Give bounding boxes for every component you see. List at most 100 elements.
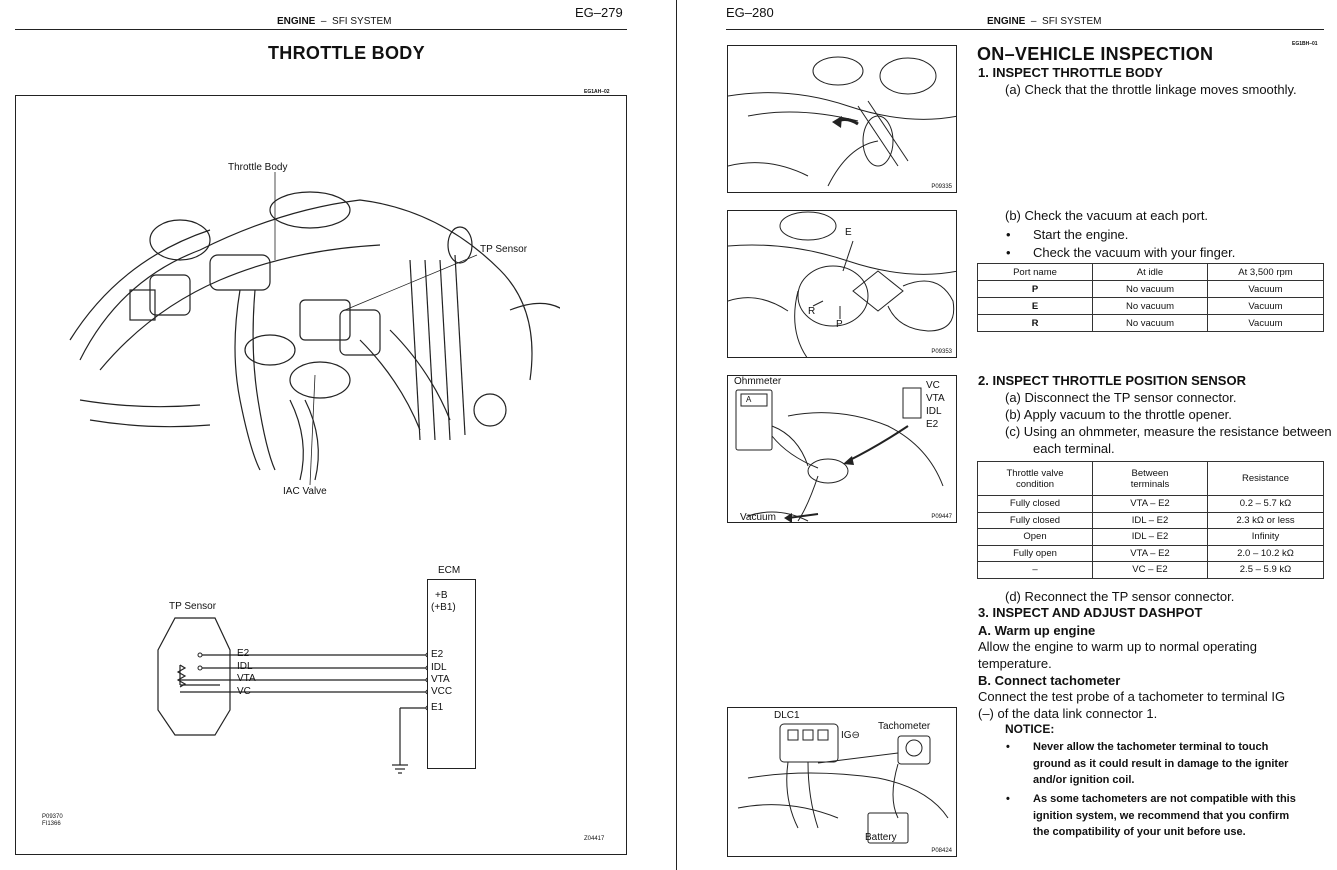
bullet-start-engine: Start the engine. [1006, 226, 1129, 243]
header-section: ENGINE [277, 16, 316, 27]
notice2-line: As some tachometers are not compatible w… [1033, 793, 1296, 805]
resistance-header-terminals: Between terminals [1092, 461, 1208, 496]
ecm-terminal-vcc: VCC [431, 686, 453, 697]
table-cell: Fully open [977, 544, 1093, 562]
figure-ohmmeter: Ohmmeter A VC VTA IDL E2 Vacuum P09447 [727, 375, 957, 523]
resistance-header-resistance: Resistance [1207, 461, 1324, 496]
step1b-text: (b) Check the vacuum at each port. [1005, 208, 1209, 223]
ohmmeter-label: Ohmmeter [734, 376, 782, 387]
section-code: EG1AH–02 [584, 89, 610, 95]
stepB-text-1: Connect the test probe of a tachometer t… [978, 689, 1286, 704]
header-line: terminals [1130, 478, 1170, 490]
engine-drawing [69, 172, 560, 486]
table-row: Fully open VTA – E2 2.0 – 10.2 kΩ [977, 544, 1324, 562]
fig3-id: P09447 [931, 514, 952, 520]
tachometer-label: Tachometer [878, 721, 931, 732]
vacuum-header-idle: At idle [1092, 263, 1208, 281]
table-cell: Infinity [1207, 528, 1324, 546]
notice-item-2: • As some tachometers are not compatible… [1006, 791, 1296, 841]
table-cell: VTA – E2 [1092, 495, 1208, 513]
table-row: Fully closed IDL – E2 2.3 kΩ or less [977, 511, 1324, 529]
step2d-text: (d) Reconnect the TP sensor connector. [1005, 589, 1235, 604]
table-row: Open IDL – E2 Infinity [977, 528, 1324, 546]
wiring-diagram [157, 617, 431, 774]
notice1-line: and/or ignition coil. [1033, 774, 1135, 786]
bullet-icon: • [1006, 793, 1010, 805]
header-line: condition [1015, 478, 1055, 490]
vacuum-header-3500: At 3,500 rpm [1207, 263, 1324, 281]
table-row: P No vacuum Vacuum [977, 280, 1324, 298]
iac-valve-label: IAC Valve [283, 486, 327, 497]
port-label-p: P [836, 319, 843, 330]
table-cell: No vacuum [1092, 314, 1208, 332]
step1-heading: 1. INSPECT THROTTLE BODY [978, 65, 1163, 80]
step3-heading: 3. INSPECT AND ADJUST DASHPOT [978, 605, 1203, 620]
table-cell: Fully closed [977, 511, 1093, 529]
table-cell: – [977, 561, 1093, 579]
table-cell: 2.0 – 10.2 kΩ [1207, 544, 1324, 562]
table-cell: IDL – E2 [1092, 528, 1208, 546]
vacuum-header-port: Port name [977, 263, 1093, 281]
stepB-heading: B. Connect tachometer [978, 673, 1121, 688]
resistance-table: Throttle valve condition Between termina… [977, 461, 1324, 579]
port-label-e: E [845, 227, 852, 238]
ref-code-3: Z04417 [584, 836, 605, 842]
meter-a-label: A [746, 395, 752, 404]
ecm-terminal-vta: VTA [431, 674, 450, 685]
figure-frame [15, 95, 627, 855]
fig2-id: P09353 [931, 349, 952, 355]
table-cell: IDL – E2 [1092, 511, 1208, 529]
step2c-text-1: (c) Using an ohmmeter, measure the resis… [1005, 424, 1332, 439]
vacuum-table-header: Port name At idle At 3,500 rpm [977, 263, 1324, 281]
notice2-line: the compatibility of your unit before us… [1033, 826, 1246, 838]
header-rule [15, 29, 627, 30]
table-cell: VTA – E2 [1092, 544, 1208, 562]
right-header-section: ENGINE [987, 16, 1026, 27]
table-row: – VC – E2 2.5 – 5.9 kΩ [977, 561, 1324, 579]
table-cell: P [977, 280, 1093, 298]
step2b-text: (b) Apply vacuum to the throttle opener. [1005, 407, 1232, 422]
tp-sensor-label: TP Sensor [480, 244, 528, 255]
figure-vacuum-ports: E R P P09353 [727, 210, 957, 358]
stepA-text-2: temperature. [978, 656, 1052, 671]
notice-label: NOTICE: [1005, 722, 1055, 736]
right-header-system: SFI SYSTEM [1042, 16, 1102, 27]
table-cell: Vacuum [1207, 297, 1324, 315]
ecm-terminal-idl: IDL [431, 662, 447, 673]
table-cell: Open [977, 528, 1093, 546]
table-cell: No vacuum [1092, 280, 1208, 298]
right-section-code: EG1BH–01 [1292, 41, 1318, 47]
table-row: R No vacuum Vacuum [977, 314, 1324, 332]
sensor-terminal-idl: IDL [237, 661, 253, 672]
vacuum-label: Vacuum [740, 512, 776, 523]
terminal-vc: VC [926, 380, 940, 391]
table-row: E No vacuum Vacuum [977, 297, 1324, 315]
sensor-terminal-vc: VC [237, 686, 251, 697]
header-line: Between [1131, 467, 1169, 479]
header-dash: – [320, 16, 327, 27]
resistance-table-header: Throttle valve condition Between termina… [977, 461, 1324, 496]
stepB-text-2: (–) of the data link connector 1. [978, 706, 1158, 721]
stepA-text-1: Allow the engine to warm up to normal op… [978, 639, 1257, 654]
figure-tachometer: DLC1 IG⊖ Tachometer Battery P08424 [727, 707, 957, 857]
dlc1-label: DLC1 [774, 710, 800, 721]
fig1-id: P09335 [931, 184, 952, 190]
ecm-b1: (+B1) [431, 602, 456, 613]
table-cell: 2.3 kΩ or less [1207, 511, 1324, 529]
throttle-body-label: Throttle Body [228, 162, 288, 173]
header-line: Throttle valve [1006, 467, 1064, 479]
ecm-label: ECM [438, 565, 461, 576]
table-cell: Fully closed [977, 495, 1093, 513]
ref-code-1: P09370 [42, 814, 63, 820]
table-row: Fully closed VTA – E2 0.2 – 5.7 kΩ [977, 495, 1324, 513]
right-header: ENGINE – SFI SYSTEM [987, 16, 1101, 27]
right-header-dash: – [1030, 16, 1037, 27]
table-cell: Vacuum [1207, 314, 1324, 332]
step2c-text-2: each terminal. [1033, 441, 1115, 456]
terminal-idl: IDL [926, 406, 942, 417]
sensor-terminal-vta: VTA [237, 673, 256, 684]
figure-throttle-linkage: P09335 [727, 45, 957, 193]
right-header-rule [726, 29, 1324, 30]
table-cell: E [977, 297, 1093, 315]
notice1-line: ground as it could result in damage to t… [1033, 757, 1289, 770]
